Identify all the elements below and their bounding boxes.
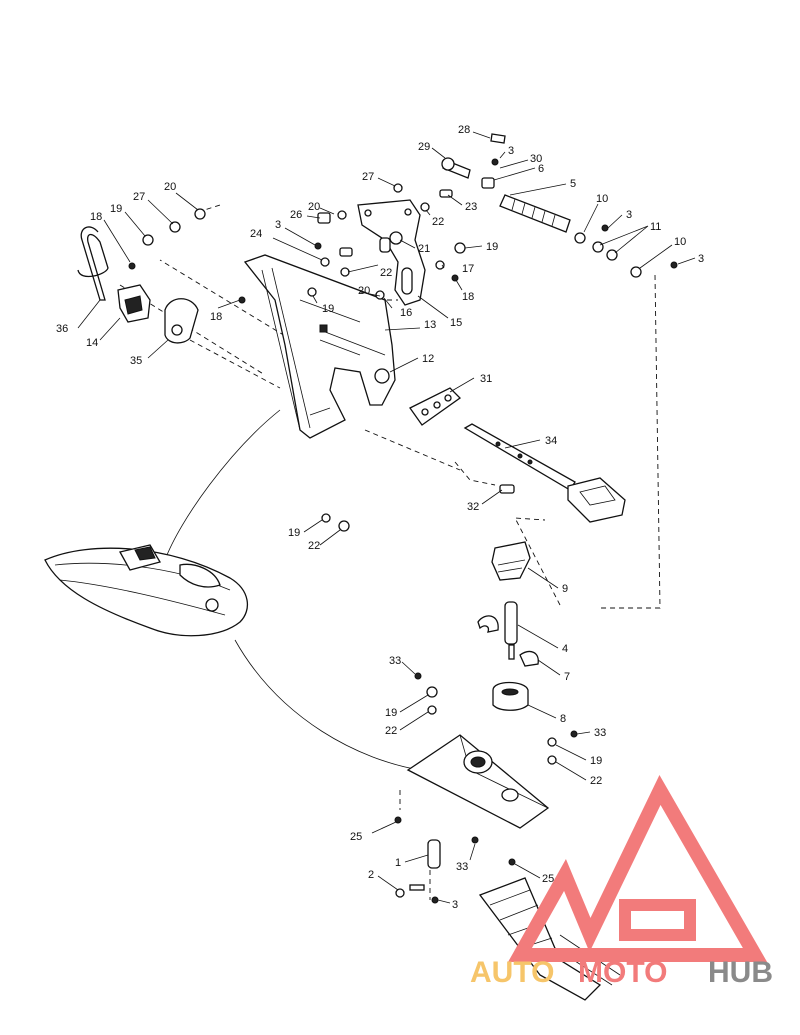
leader-lines bbox=[77, 131, 696, 904]
part-label-35: 35 bbox=[130, 355, 142, 367]
gasket-plate bbox=[409, 387, 462, 426]
part-label-19: 19 bbox=[110, 203, 122, 215]
watermark-triangle bbox=[508, 775, 768, 962]
part-label-7: 7 bbox=[564, 671, 570, 683]
part-label-34: 34 bbox=[545, 435, 557, 447]
part-label-3: 3 bbox=[452, 899, 458, 911]
part-label-21: 21 bbox=[418, 243, 430, 255]
part-label-11: 11 bbox=[650, 221, 661, 233]
part-label-18: 18 bbox=[90, 211, 102, 223]
part-label-22: 22 bbox=[308, 540, 320, 552]
protective-cap bbox=[164, 298, 199, 344]
part-label-28: 28 bbox=[458, 124, 470, 136]
part-label-23: 23 bbox=[465, 201, 477, 213]
watermark-inner-g bbox=[619, 899, 696, 941]
part-label-10: 10 bbox=[596, 193, 608, 205]
part-label-20: 20 bbox=[164, 181, 176, 193]
part-label-19: 19 bbox=[486, 241, 498, 253]
part-label-17: 17 bbox=[462, 263, 474, 275]
part-label-26: 26 bbox=[290, 209, 302, 221]
part-label-19: 19 bbox=[385, 707, 397, 719]
part-label-14: 14 bbox=[86, 337, 98, 349]
mid-hardware bbox=[321, 513, 578, 765]
part-label-6: 6 bbox=[538, 163, 544, 175]
part-label-33: 33 bbox=[594, 727, 606, 739]
part-label-32: 32 bbox=[467, 501, 479, 513]
part-label-13: 13 bbox=[424, 319, 436, 331]
watermark-logo: AUTO MOTO HUB bbox=[470, 775, 773, 989]
part-label-19: 19 bbox=[288, 527, 300, 539]
part-label-19: 19 bbox=[322, 303, 334, 315]
retaining-clip bbox=[77, 226, 109, 301]
part-label-19: 19 bbox=[590, 755, 602, 767]
part-label-24: 24 bbox=[250, 228, 262, 240]
part-label-33: 33 bbox=[389, 655, 401, 667]
part-label-22: 22 bbox=[380, 267, 392, 279]
support-bracket bbox=[243, 254, 396, 439]
watermark-text-hub: HUB bbox=[708, 956, 773, 989]
part-label-18: 18 bbox=[462, 291, 474, 303]
part-label-20: 20 bbox=[308, 201, 320, 213]
part-label-29: 29 bbox=[418, 141, 430, 153]
part-label-25: 25 bbox=[350, 831, 362, 843]
part-label-3: 3 bbox=[626, 209, 632, 221]
part-label-27: 27 bbox=[362, 171, 374, 183]
watermark-text-moto: MOTO bbox=[578, 956, 667, 989]
part-label-4: 4 bbox=[562, 643, 568, 655]
part-label-3: 3 bbox=[275, 219, 281, 231]
part-label-1: 1 bbox=[395, 857, 401, 869]
part-label-22: 22 bbox=[590, 775, 602, 787]
part-label-3: 3 bbox=[698, 253, 704, 265]
lower-hardware bbox=[394, 816, 516, 904]
part-label-33: 33 bbox=[456, 861, 468, 873]
part-label-27: 27 bbox=[133, 191, 145, 203]
part-label-22: 22 bbox=[432, 216, 444, 228]
jet-nozzle bbox=[478, 877, 621, 1001]
cable-mount bbox=[117, 284, 151, 323]
part-label-8: 8 bbox=[560, 713, 566, 725]
part-label-36: 36 bbox=[56, 323, 68, 335]
part-label-25: 25 bbox=[542, 873, 554, 885]
part-label-18: 18 bbox=[210, 311, 222, 323]
watermark-text-auto: AUTO bbox=[470, 956, 554, 989]
part-label-5: 5 bbox=[570, 178, 576, 190]
steering-arm bbox=[357, 199, 426, 306]
hull-illustration bbox=[44, 544, 249, 637]
part-label-31: 31 bbox=[480, 373, 492, 385]
wedge-block bbox=[406, 734, 550, 829]
part-label-9: 9 bbox=[562, 583, 568, 595]
part-label-12: 12 bbox=[422, 353, 434, 365]
part-number-labels: 28 29 3 30 6 27 5 23 22 10 3 20 26 3 24 … bbox=[56, 124, 704, 911]
steering-stem bbox=[463, 423, 626, 523]
part-label-3: 3 bbox=[508, 145, 514, 157]
guide-lines bbox=[119, 204, 661, 900]
part-label-22: 22 bbox=[385, 725, 397, 737]
part-label-10: 10 bbox=[674, 236, 686, 248]
part-label-20: 20 bbox=[358, 285, 370, 297]
part-label-2: 2 bbox=[368, 869, 374, 881]
part-label-15: 15 bbox=[450, 317, 462, 329]
upper-shaft-assembly bbox=[393, 133, 678, 278]
part-label-16: 16 bbox=[400, 307, 412, 319]
part-label-30: 30 bbox=[530, 153, 542, 165]
